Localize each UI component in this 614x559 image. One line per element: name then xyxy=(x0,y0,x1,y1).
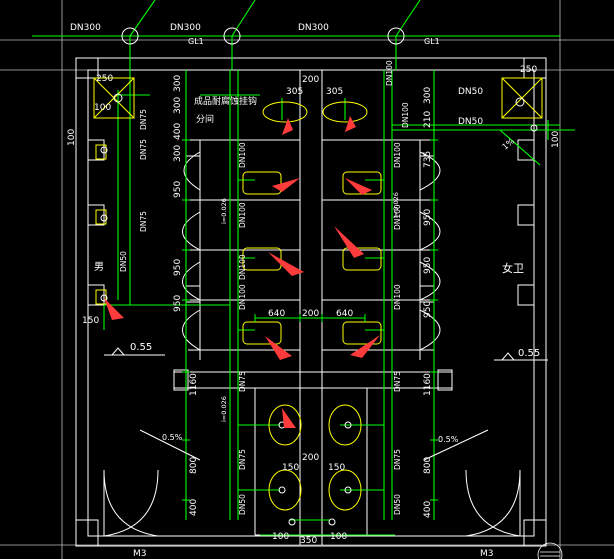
room-male: 男 xyxy=(94,261,104,273)
label-dn300-mid: DN300 xyxy=(170,23,201,33)
dim-200-bot: 200 xyxy=(302,453,319,463)
lbl-dn50-l: DN50 xyxy=(119,251,128,272)
dim-950-v2: 950 xyxy=(173,259,183,276)
dim-800-r: 800 xyxy=(423,457,433,474)
dim-100-bot-r: 100 xyxy=(330,532,347,542)
dim-150-left: 150 xyxy=(82,316,99,326)
dim-200-mid: 200 xyxy=(302,309,319,319)
door-swings xyxy=(103,151,521,537)
dim-950-r1: 950 xyxy=(423,209,433,226)
room-female: 女卫 xyxy=(502,261,524,275)
dim-300-v-tr: 300 xyxy=(173,75,183,92)
lbl-i026-1: i=0.026 xyxy=(220,198,228,224)
dim-150-bl: 150 xyxy=(282,463,299,473)
pipe-labels: DN75 DN75 DN75 DN50 DN100 DN100 DN100 DN… xyxy=(119,60,410,515)
dim-305-l: 305 xyxy=(286,87,303,97)
dim-1160-r: 1160 xyxy=(423,373,433,396)
dim-300-rt: 300 xyxy=(423,87,433,104)
arrow xyxy=(282,408,296,428)
bottom-right-circle xyxy=(537,542,563,559)
lbl-dn75-r1: DN75 xyxy=(393,371,402,392)
arrow xyxy=(272,178,300,192)
lbl-dn100-r1: DN100 xyxy=(393,142,402,168)
callout-arrows xyxy=(104,116,380,428)
lbl-dn50-c1: DN50 xyxy=(238,494,247,515)
dim-200-top: 200 xyxy=(302,75,319,85)
lbl-dn100-r3: DN100 xyxy=(393,284,402,310)
dim-350-bot: 350 xyxy=(300,536,317,546)
dim-210-rt: 210 xyxy=(423,111,433,128)
lbl-i026-3: i=0.026 xyxy=(392,192,400,218)
dim-640-r: 640 xyxy=(336,309,353,319)
dim-400-v1: 400 xyxy=(173,123,183,140)
dim-400-l: 400 xyxy=(189,499,199,516)
lbl-dn100-c1: DN100 xyxy=(238,142,247,168)
label-dn300-right: DN300 xyxy=(298,23,329,33)
arrow xyxy=(268,252,304,276)
lbl-dn75-lb: DN75 xyxy=(139,139,148,160)
level-markers xyxy=(104,347,548,461)
dim-150-br: 150 xyxy=(328,463,345,473)
dim-950-v1: 950 xyxy=(173,181,183,198)
lbl-dn75-la: DN75 xyxy=(139,109,148,130)
arrow xyxy=(345,178,372,195)
arrow xyxy=(104,298,124,320)
dim-ticks xyxy=(182,139,438,501)
dim-950-r3: 950 xyxy=(423,301,433,318)
drain-points xyxy=(100,27,538,526)
note-line1: 成品耐腐蚀挂钩 xyxy=(194,95,257,107)
label-dn50-rt: DN50 xyxy=(458,87,483,97)
dim-640-l: 640 xyxy=(268,309,285,319)
lbl-dn100-top-r: DN100 xyxy=(385,60,394,86)
arrow xyxy=(265,336,292,360)
lbl-dn75-c1: DN75 xyxy=(238,371,247,392)
labels-vertical: 300 400 300 300 950 950 950 1160 800 400… xyxy=(67,75,561,518)
lbl-dn100-c2: DN100 xyxy=(238,202,247,228)
arrow xyxy=(345,116,356,132)
dim-800-l: 800 xyxy=(189,457,199,474)
label-gl1-right: GL1 xyxy=(424,37,440,46)
dim-100-right: 100 xyxy=(551,131,561,148)
dim-950-v3: 950 xyxy=(173,295,183,312)
level-left: 0.55 xyxy=(130,342,152,353)
door-left: M3 xyxy=(133,549,147,559)
slope-bl: 0.5% xyxy=(162,433,183,442)
lbl-dn75-lc: DN75 xyxy=(139,211,148,232)
label-dn300-left: DN300 xyxy=(70,23,101,33)
arrow xyxy=(350,335,380,358)
arrow xyxy=(282,118,293,135)
dim-300-v1: 300 xyxy=(173,97,183,114)
dim-300-v2: 300 xyxy=(173,145,183,162)
label-dn50-rm: DN50 xyxy=(458,117,483,127)
dim-250-tr: 250 xyxy=(520,65,537,75)
lbl-dn100-top-r2: DN100 xyxy=(401,102,410,128)
door-right: M3 xyxy=(480,549,494,559)
label-gl1-left: GL1 xyxy=(188,37,204,46)
lbl-dn75-r2: DN75 xyxy=(393,449,402,470)
dim-100-bot-l: 100 xyxy=(272,532,289,542)
dim-735-r: 735 xyxy=(423,151,433,168)
lbl-dn100-c4: DN100 xyxy=(238,284,247,310)
dim-305-r: 305 xyxy=(326,87,343,97)
lbl-i026-2: i=0.026 xyxy=(220,396,228,422)
slope-br: 0.5% xyxy=(438,435,459,444)
dim-100-v-left: 100 xyxy=(67,129,77,146)
lbl-dn100-c3: DN100 xyxy=(238,254,247,280)
arrow xyxy=(334,226,364,258)
lbl-dn100-r2: DN100 xyxy=(393,204,402,230)
dim-100-tl: 100 xyxy=(94,103,111,113)
note-line2: 分间 xyxy=(196,113,214,125)
dim-250-tl: 250 xyxy=(96,74,113,84)
dim-1160-l: 1160 xyxy=(189,373,199,396)
dim-400-r: 400 xyxy=(423,501,433,518)
dim-950-r2: 950 xyxy=(423,257,433,274)
labels-white: DN300 DN300 DN300 GL1 GL1 成品耐腐蚀挂钩 分间 DN5… xyxy=(70,23,540,559)
lbl-dn50-r1: DN50 xyxy=(393,494,402,515)
level-right: 0.55 xyxy=(518,348,540,359)
lbl-dn75-c2: DN75 xyxy=(238,449,247,470)
